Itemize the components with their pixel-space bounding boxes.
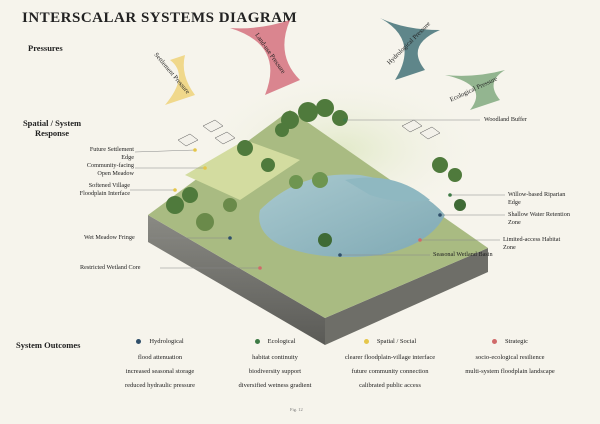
spatial-dot bbox=[364, 339, 369, 344]
ecological-dot bbox=[255, 339, 260, 344]
outcome-col-hydrological: Hydrological flood attenuation increased… bbox=[95, 338, 225, 393]
callout-wet-meadow-fringe: Wet Meadow Fringe bbox=[84, 234, 135, 241]
page-number: Fig. 12 bbox=[290, 407, 303, 412]
callout-seasonal-basin: Seasonal Wetland Basin bbox=[433, 251, 493, 258]
outcome-col-ecological: Ecological habitat continuity biodiversi… bbox=[210, 338, 340, 393]
hydrological-dot bbox=[136, 339, 141, 344]
callout-restricted-wetland-core: Restricted Wetland Core bbox=[80, 264, 141, 271]
outcome-col-strategic: Strategic socio-ecological resilience mu… bbox=[445, 338, 575, 379]
callout-woodland-buffer: Woodland Buffer bbox=[484, 116, 527, 123]
outcome-col-spatial: Spatial / Social clearer floodplain-vill… bbox=[325, 338, 455, 393]
strategic-dot bbox=[492, 339, 497, 344]
